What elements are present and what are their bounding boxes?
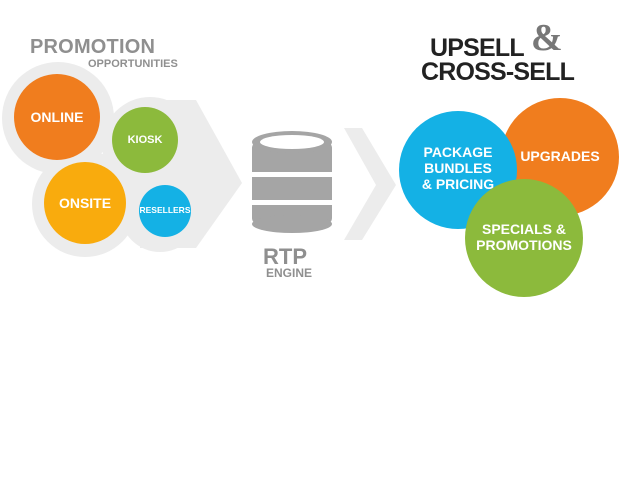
resellers-label: RESELLERS xyxy=(139,203,191,219)
package-label: PACKAGE BUNDLES & PRICING xyxy=(402,138,514,198)
resellers-text: RESELLERS xyxy=(139,205,191,216)
arrow-chevron xyxy=(344,128,396,240)
onsite-text: ONSITE xyxy=(58,194,112,211)
specials-line2: PROMOTIONS xyxy=(476,237,572,253)
upsell-title: UPSELL xyxy=(430,34,525,62)
specials-line1: SPECIALS & xyxy=(481,220,566,237)
online-text: ONLINE xyxy=(30,108,84,125)
database-icon xyxy=(252,131,332,233)
package-line1: PACKAGE xyxy=(423,143,493,160)
kiosk-text: KIOSK xyxy=(127,133,163,146)
package-line2: BUNDLES xyxy=(424,159,492,176)
engine-title: RTP xyxy=(263,244,307,269)
specials-label: SPECIALS & PROMOTIONS xyxy=(466,216,582,258)
specials-circle xyxy=(465,179,583,297)
online-circle xyxy=(14,74,100,160)
onsite-circle xyxy=(44,162,126,244)
resellers-circle xyxy=(139,185,191,237)
engine-subtitle: ENGINE xyxy=(266,266,313,280)
kiosk-circle xyxy=(112,107,178,173)
online-label: ONLINE xyxy=(14,100,100,134)
upgrades-text: UPGRADES xyxy=(520,147,600,164)
promotion-subtitle: OPPORTUNITIES xyxy=(88,58,178,70)
upsell-ampersand: & xyxy=(531,17,563,59)
package-line3: & PRICING xyxy=(421,176,495,193)
promotion-title: PROMOTION xyxy=(30,36,156,58)
onsite-label: ONSITE xyxy=(44,192,126,214)
upgrades-label: UPGRADES xyxy=(508,144,612,168)
kiosk-label: KIOSK xyxy=(112,130,178,150)
cross-sell-title: CROSS-SELL xyxy=(421,58,575,86)
